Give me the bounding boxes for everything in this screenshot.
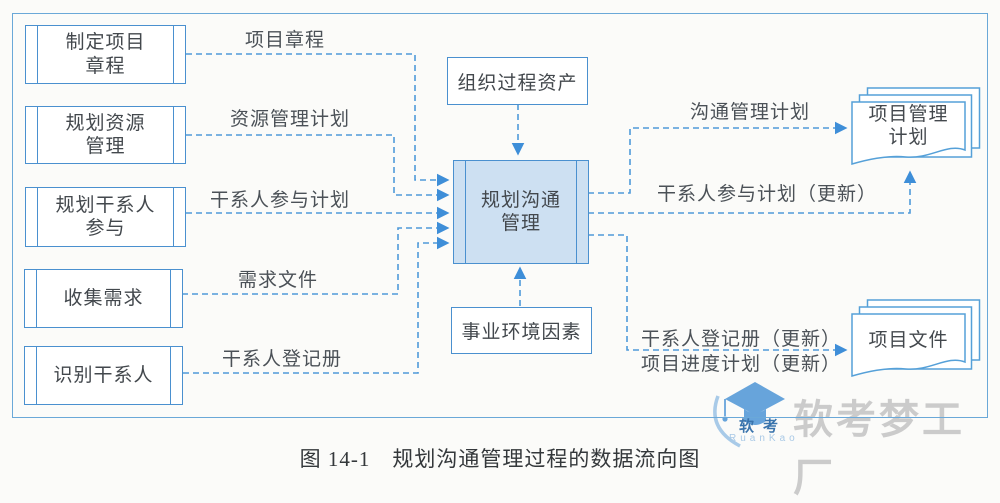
- watermark-brand-large: 软考梦工厂: [793, 398, 965, 500]
- double-border-line: [36, 269, 37, 328]
- connector-register-update: [588, 234, 848, 357]
- process-develop-project-charter: 制定项目 章程: [25, 25, 186, 84]
- flow-label-schedule-update: 项目进度计划（更新）: [640, 354, 841, 375]
- connector-project-charter: [186, 53, 450, 187]
- flow-label-resource-mgmt-plan: 资源管理计划: [229, 109, 350, 130]
- double-border-line: [37, 106, 38, 164]
- process-label: 识别干系人: [53, 364, 154, 386]
- double-border-line: [37, 187, 38, 247]
- document-project-management-plan: 项目管理 计划: [851, 87, 985, 171]
- figure-canvas: 软考 RuanKao 软考梦工厂 制定项目 章程: [12, 13, 988, 500]
- document-stack-icon: [851, 299, 981, 377]
- document-stack-icon: [851, 87, 981, 165]
- double-border-line: [37, 25, 38, 84]
- connector-comm-plan-output: [588, 121, 848, 194]
- process-plan-stakeholder-engagement: 规划干系人 参与: [25, 187, 186, 247]
- process-label: 制定项目 章程: [65, 32, 146, 77]
- flow-label-requirements-doc: 需求文件: [237, 270, 318, 291]
- box-label: 事业环境因素: [461, 322, 582, 343]
- connector-stakeholder-plan-update: [588, 170, 917, 214]
- double-border-line: [173, 25, 174, 84]
- flow-label-register-update: 干系人登记册（更新）: [640, 329, 841, 350]
- flow-label-stakeholder-plan-update: 干系人参与计划（更新）: [656, 184, 877, 205]
- box-enterprise-environmental-factors: 事业环境因素: [451, 307, 592, 354]
- flow-label-stakeholder-plan: 干系人参与计划: [209, 190, 350, 211]
- double-border-line: [465, 160, 466, 264]
- process-label: 规划干系人 参与: [55, 194, 156, 239]
- process-collect-requirements: 收集需求: [24, 269, 183, 328]
- connector-layer: [182, 53, 917, 374]
- process-label: 规划资源 管理: [65, 112, 146, 157]
- flow-label-comm-mgmt-plan: 沟通管理计划: [689, 102, 810, 123]
- flow-label-stakeholder-register: 干系人登记册: [221, 349, 342, 370]
- box-organizational-process-assets: 组织过程资产: [447, 57, 588, 105]
- figure-caption: 图 14-1 规划沟通管理过程的数据流向图: [299, 447, 701, 471]
- process-identify-stakeholders: 识别干系人: [24, 346, 183, 405]
- connector-resource-plan: [186, 134, 450, 202]
- double-border-line: [173, 187, 174, 247]
- watermark-brand-en: RuanKao: [729, 433, 799, 444]
- document-label: 项目管理 计划: [868, 104, 949, 148]
- process-plan-resource-mgmt: 规划资源 管理: [25, 106, 186, 164]
- watermark-brand-zh: 软考: [739, 419, 788, 435]
- double-border-line: [170, 346, 171, 405]
- double-border-line: [576, 160, 577, 264]
- double-border-line: [173, 106, 174, 164]
- double-border-line: [36, 346, 37, 405]
- document-project-files: 项目文件: [851, 299, 985, 383]
- process-label: 收集需求: [63, 287, 144, 309]
- process-plan-communications-mgmt: 规划沟通 管理: [453, 160, 589, 264]
- double-border-line: [170, 269, 171, 328]
- connector-stakeholder-register: [183, 236, 450, 374]
- document-label: 项目文件: [868, 330, 949, 351]
- process-label: 规划沟通 管理: [480, 189, 561, 234]
- box-label: 组织过程资产: [457, 72, 578, 94]
- flow-label-project-charter: 项目章程: [244, 30, 325, 51]
